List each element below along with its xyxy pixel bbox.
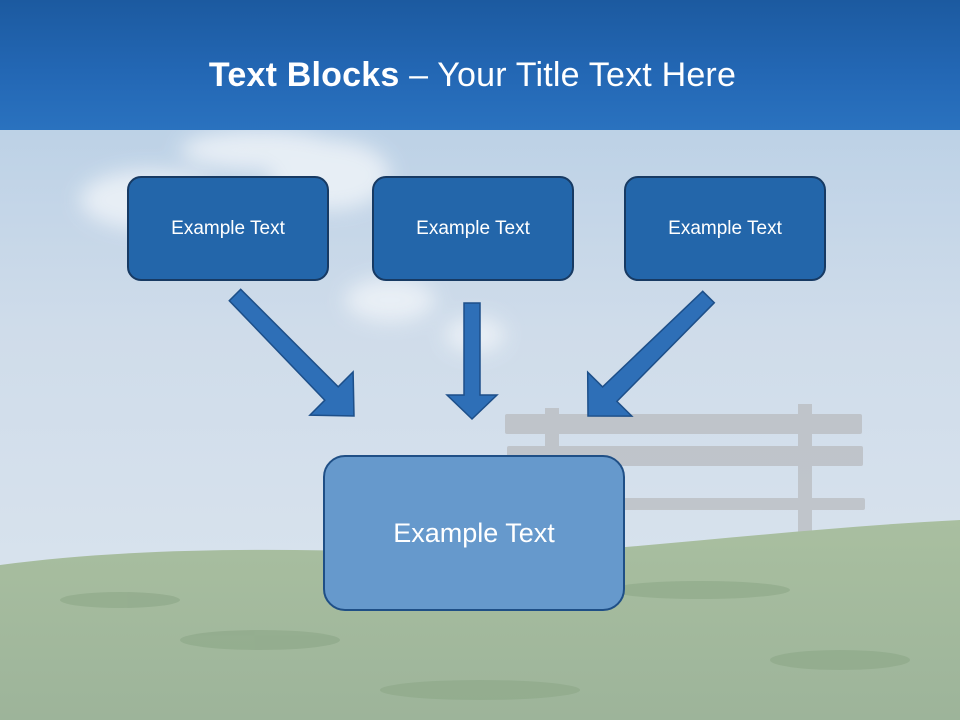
title-regular-part: – Your Title Text Here (399, 56, 737, 94)
center-text-block: Example Text (323, 455, 625, 611)
slide-title: Text Blocks – Your Title Text Here (0, 52, 945, 98)
arrow-right-diagonal (586, 290, 716, 417)
center-text-block-label: Example Text (393, 517, 555, 548)
arrow-center-down (445, 302, 499, 421)
text-block-3: Example Text (624, 176, 826, 281)
text-block-1-label: Example Text (171, 217, 285, 239)
text-block-3-label: Example Text (668, 217, 782, 239)
grassy-hill (0, 520, 960, 720)
text-block-2: Example Text (372, 176, 574, 281)
bench (505, 404, 865, 534)
arrow-left-diagonal (228, 288, 355, 417)
title-bold-part: Text Blocks (208, 56, 400, 94)
title-band (0, 0, 960, 130)
text-block-2-label: Example Text (416, 217, 530, 239)
text-block-1: Example Text (127, 176, 329, 281)
